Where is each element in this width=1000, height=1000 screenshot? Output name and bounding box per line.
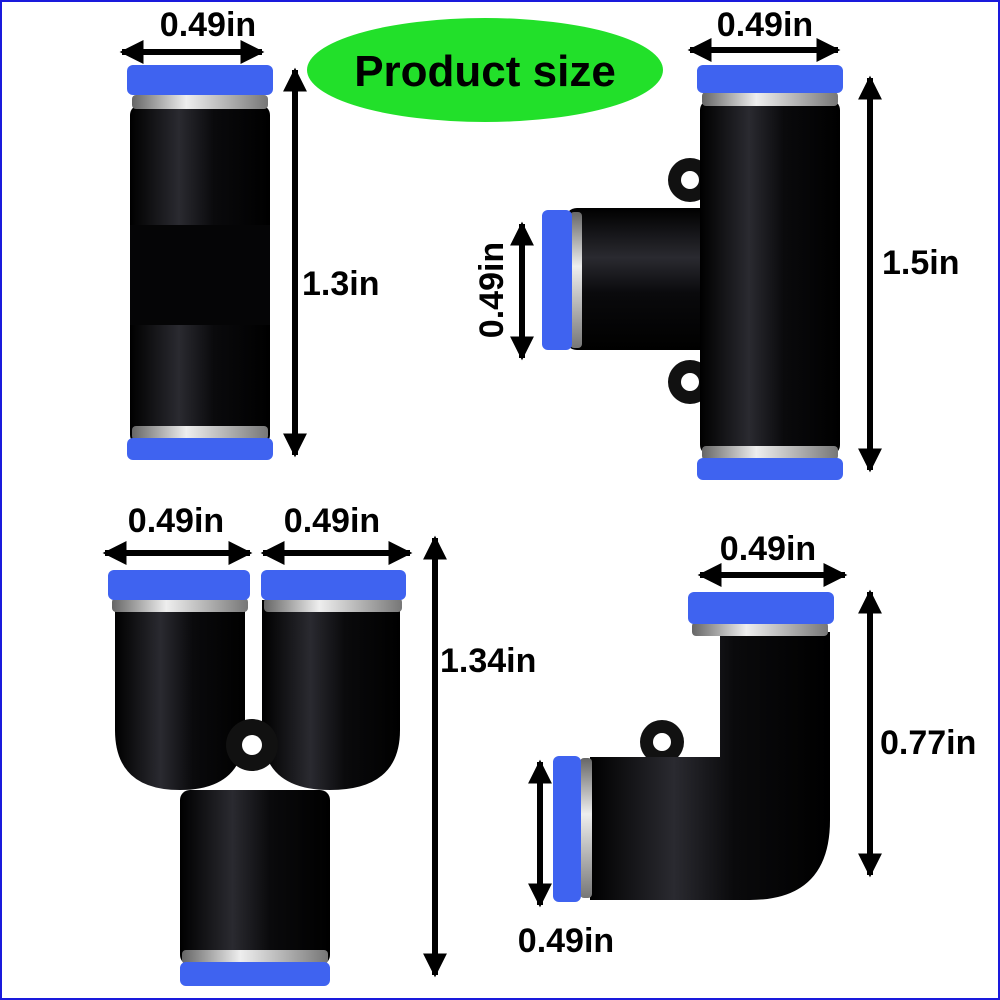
tee-width-label: 0.49in — [717, 6, 813, 44]
y-height-label: 1.34in — [440, 642, 536, 680]
elbow-height-label: 0.77in — [880, 724, 976, 762]
tee-branch-label: 0.49in — [473, 242, 511, 338]
elbow-width-label: 0.49in — [720, 530, 816, 568]
y-fitting — [108, 570, 406, 986]
tee-height-label: 1.5in — [882, 244, 959, 282]
product-size-badge: Product size — [307, 18, 663, 122]
elbow-fitting — [553, 592, 834, 902]
title: Product size — [354, 47, 616, 96]
union-height-label: 1.3in — [302, 265, 379, 303]
y-right-width-label: 0.49in — [284, 502, 380, 540]
tee-fitting — [542, 65, 843, 480]
union-width-label: 0.49in — [160, 6, 256, 44]
straight-union-fitting — [127, 65, 273, 460]
y-left-width-label: 0.49in — [128, 502, 224, 540]
elbow-branch-label: 0.49in — [518, 922, 614, 960]
